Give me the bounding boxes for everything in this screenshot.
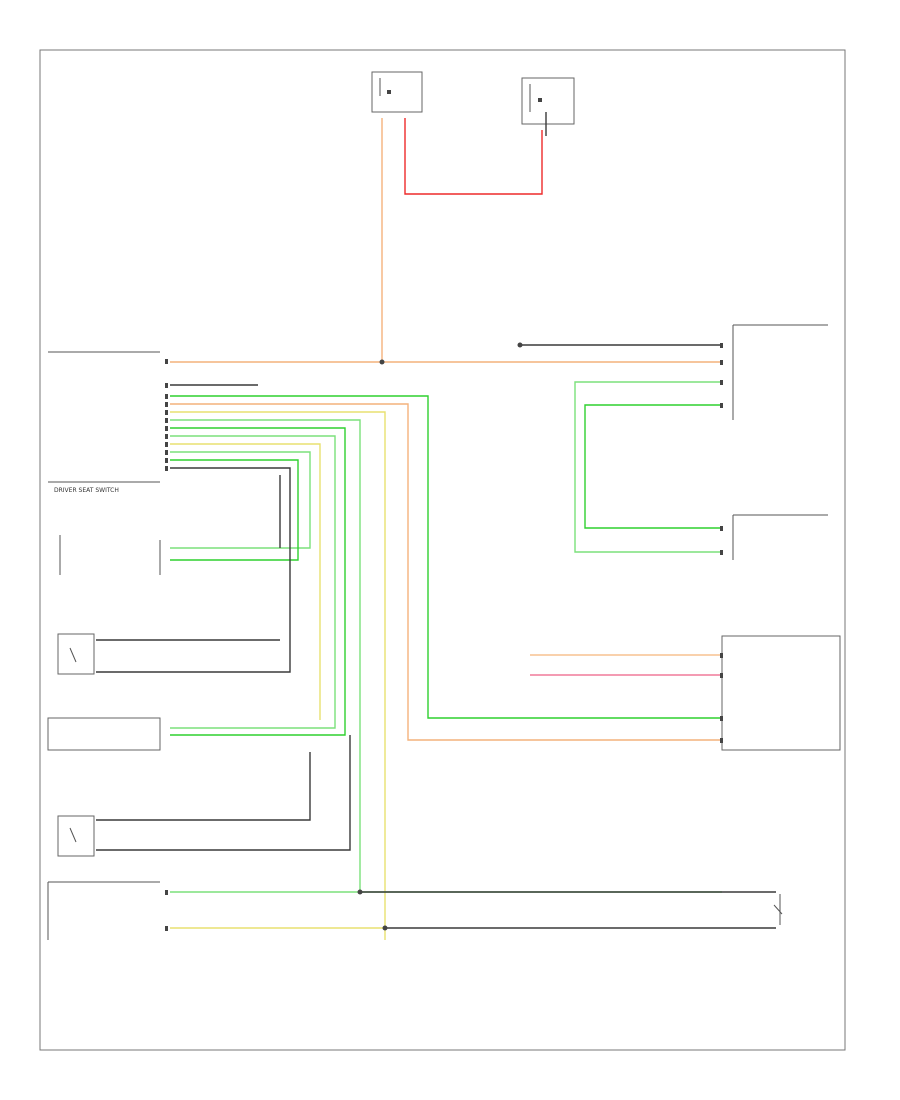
- wire-green-c: [170, 427, 346, 736]
- wire-orange-feed: [381, 118, 722, 363]
- connector-pin-icon: [165, 343, 723, 931]
- wire-green-g: [170, 459, 299, 561]
- driver-heated-seat-cushion: [59, 535, 161, 575]
- passenger-heated-seat-module: [721, 635, 841, 751]
- passenger-seat-back: [47, 717, 161, 751]
- switch-icon: [69, 647, 77, 663]
- passenger-seat-switch: [57, 815, 95, 857]
- wire-green-right-b: [584, 404, 722, 529]
- sensor-icon: [773, 904, 783, 915]
- splice-dot-icon: [382, 925, 388, 931]
- switch-icon: [69, 827, 77, 843]
- heated-seat-module: [48, 351, 160, 483]
- fuse-block: [371, 71, 423, 113]
- splice-dot-icon: [357, 889, 363, 895]
- wire-yellow-a: [170, 411, 386, 940]
- splice-dot-icon: [379, 359, 385, 365]
- wire-green-f: [170, 451, 311, 549]
- passenger-seat-sensor: [773, 894, 783, 925]
- wire-black-pass-b: [96, 735, 351, 851]
- fuse-icon: [387, 90, 391, 94]
- diagram-frame: [39, 49, 846, 1051]
- fuse-icon: [538, 98, 542, 102]
- wire-black-h: [96, 467, 291, 673]
- driver-seat-switch-label: DRIVER SEAT SWITCH: [54, 487, 119, 494]
- driver-seat-cushion-upper: [732, 514, 828, 560]
- driver-seat-temp-module: [47, 881, 160, 940]
- wire-green-d: [170, 435, 336, 729]
- driver-seat-cushion-lower: [732, 324, 828, 420]
- wire-green-seat-a: [170, 395, 722, 719]
- wire-black-pass-a: [96, 752, 311, 821]
- totally-integrated-power-module: [521, 77, 575, 125]
- wire-yellow-e: [170, 443, 321, 720]
- wire-red-feed: [404, 118, 543, 195]
- splice-dot-icon: [517, 342, 523, 348]
- wire-light-green-right-a: [574, 381, 722, 553]
- driver-seat-back-switch: [57, 633, 95, 675]
- wire-orange-seat: [170, 403, 722, 741]
- wire-light-green-b: [170, 419, 722, 893]
